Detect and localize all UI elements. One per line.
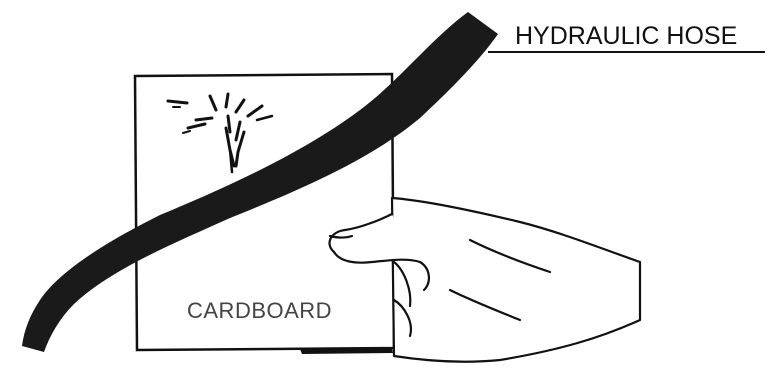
hand [328, 196, 642, 363]
hydraulic-hose [22, 12, 498, 352]
hose-label: HYDRAULIC HOSE [515, 22, 737, 50]
cardboard-label: CARDBOARD [187, 298, 332, 323]
fluid-spray-icon [166, 92, 274, 174]
